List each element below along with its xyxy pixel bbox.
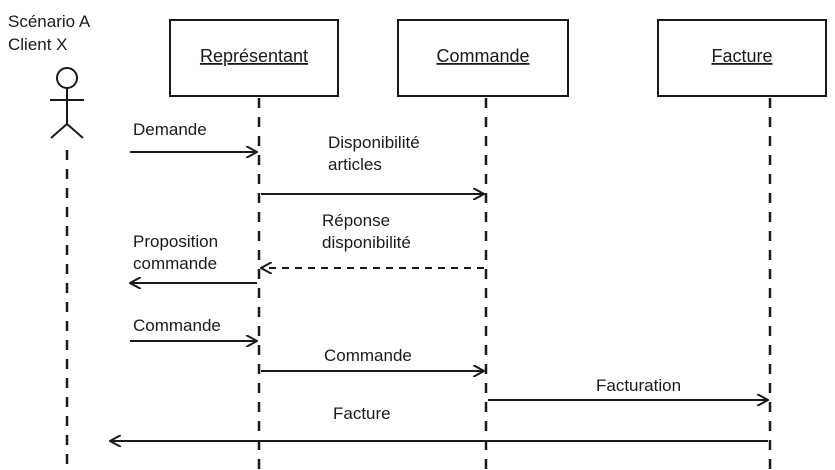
message-label-proposition-1: Proposition xyxy=(133,232,218,251)
message-label-commande-client: Commande xyxy=(133,316,221,335)
message-label-disponibilite-2: articles xyxy=(328,155,382,174)
message-label-disponibilite-1: Disponibilité xyxy=(328,133,420,152)
message-label-proposition-2: commande xyxy=(133,254,217,273)
message-label-demande: Demande xyxy=(133,120,207,139)
message-label-reponse-2: disponibilité xyxy=(322,233,411,252)
message-label-facture: Facture xyxy=(333,404,391,423)
message-label-facturation: Facturation xyxy=(596,376,681,395)
message-label-reponse-1: Réponse xyxy=(322,211,390,230)
scenario-client: Client X xyxy=(8,35,68,54)
participant-commande: Commande xyxy=(397,19,569,97)
actor-figure-icon xyxy=(50,67,84,139)
participant-label-commande: Commande xyxy=(436,46,529,66)
message-label-commande: Commande xyxy=(324,346,412,365)
participant-label-representant: Représentant xyxy=(200,46,308,66)
participant-label-facture: Facture xyxy=(711,46,772,66)
participant-representant: Représentant xyxy=(169,19,339,97)
scenario-title: Scénario A xyxy=(8,12,91,31)
participant-facture: Facture xyxy=(657,19,827,97)
